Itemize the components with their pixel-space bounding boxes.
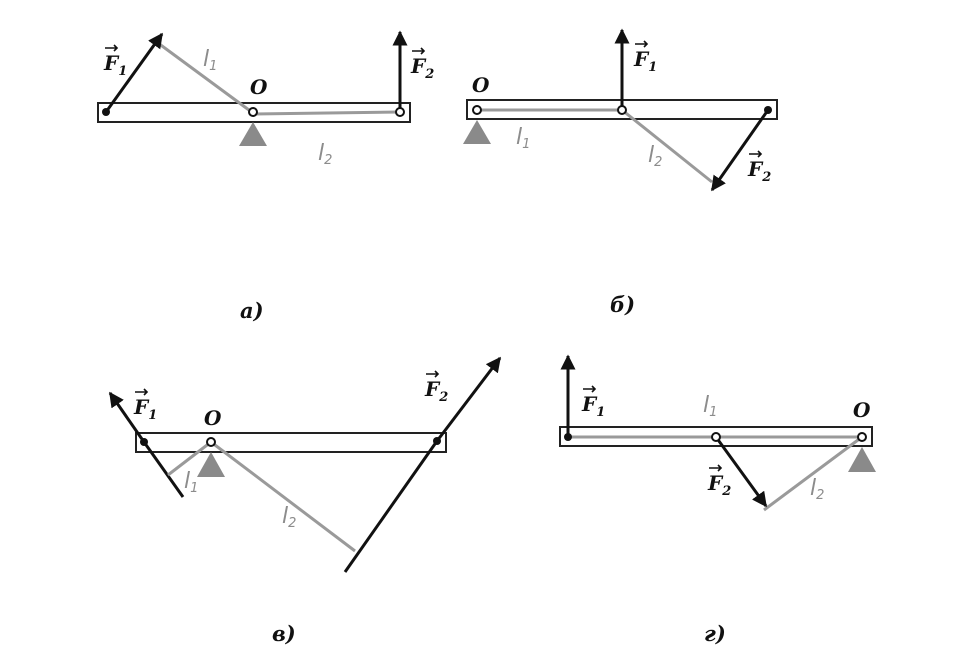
support-triangle [848, 447, 876, 472]
label-l2: l2 [810, 476, 824, 503]
label-f1: F1 [133, 395, 157, 423]
point-f2 [395, 107, 405, 117]
arm-l1 [157, 41, 254, 115]
force-f2-arrow [435, 356, 502, 442]
label-f2: F2 [424, 377, 448, 405]
point-f1 [564, 433, 572, 441]
point-f2 [433, 437, 441, 445]
panel-v: F1 O F2 l1 l2 в) [108, 356, 502, 646]
label-f2: F2 [410, 54, 434, 82]
label-pivot-o: O [853, 398, 871, 422]
point-f2 [764, 106, 772, 114]
label-l1: l1 [516, 125, 530, 152]
point-f1 [140, 438, 148, 446]
force-f1-arrow [104, 32, 164, 113]
pivot-point [248, 107, 258, 117]
point-f1 [617, 105, 627, 115]
caption-v: в) [272, 621, 296, 646]
label-pivot-o: O [472, 73, 490, 97]
support-triangle [463, 120, 491, 144]
label-f1: F1 [581, 392, 605, 420]
vector-mark [749, 150, 763, 158]
label-l2: l2 [282, 504, 296, 531]
f1-action-line [142, 441, 185, 498]
force-f2-arrow [714, 436, 768, 508]
label-f1: F1 [103, 51, 127, 79]
caption-b: б) [610, 292, 635, 317]
vector-mark [583, 385, 597, 393]
arm-l2 [763, 435, 863, 512]
support-triangle [197, 452, 225, 477]
pivot-point [472, 105, 482, 115]
force-f1-arrow [108, 391, 146, 443]
vector-mark [709, 464, 723, 472]
arm-l2 [621, 108, 713, 184]
label-f1: F1 [633, 47, 657, 75]
vector-mark [426, 370, 440, 378]
label-l1: l1 [703, 393, 717, 420]
force-f2-arrow [710, 109, 770, 192]
lever-beam [135, 432, 447, 453]
vector-mark [135, 388, 149, 396]
vector-mark [105, 44, 119, 52]
label-l1: l1 [203, 47, 217, 74]
panel-a: F1 F2 O l1 l2 а) [97, 30, 434, 323]
label-f2: F2 [747, 157, 771, 185]
label-f2: F2 [707, 471, 731, 499]
label-pivot-o: O [250, 75, 268, 99]
point-f2 [711, 432, 721, 442]
caption-a: а) [240, 298, 264, 323]
label-l2: l2 [318, 141, 332, 168]
pivot-point [857, 432, 867, 442]
caption-g: г) [704, 621, 726, 646]
arm-l2 [210, 440, 356, 553]
panel-b: O F1 F2 l1 l2 б) [463, 28, 778, 317]
f2-action-line [343, 440, 439, 573]
arm-l2 [252, 110, 401, 116]
label-l1: l1 [184, 469, 198, 496]
support-triangle [239, 122, 267, 146]
point-f1 [102, 108, 110, 116]
vector-mark [412, 47, 426, 55]
pivot-point [206, 437, 216, 447]
vector-overbars [105, 40, 763, 472]
panel-g: F1 l1 O F2 l2 г) [559, 354, 876, 646]
arm-l1 [167, 440, 212, 477]
vector-mark [635, 40, 649, 48]
label-l2: l2 [648, 143, 662, 170]
label-pivot-o: O [204, 406, 222, 430]
